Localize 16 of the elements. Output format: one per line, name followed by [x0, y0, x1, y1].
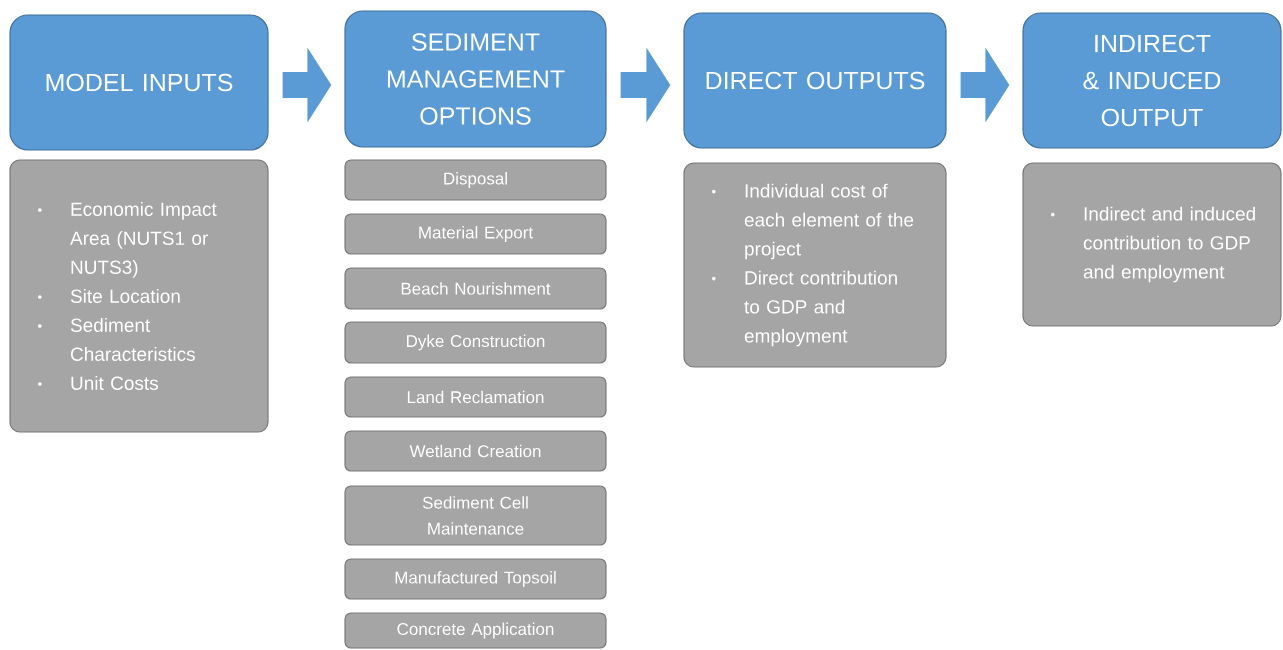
- bullet-list-box: Individual cost of each element of the project Direct contribution to GDP and employment: [683, 162, 947, 368]
- option-box: Beach Nourishment: [344, 267, 607, 310]
- option-box: Wetland Creation: [344, 430, 607, 472]
- option-box: Sediment Cell Maintenance: [344, 485, 607, 546]
- header-box: INDIRECT & INDUCED OUTPUT: [1022, 12, 1282, 149]
- header-box: MODEL INPUTS: [9, 14, 269, 151]
- option-box: Manufactured Topsoil: [344, 558, 607, 600]
- header-box: SEDIMENT MANAGEMENT OPTIONS: [344, 10, 607, 148]
- option-box: Land Reclamation: [344, 376, 607, 418]
- option-box: Disposal: [344, 159, 607, 201]
- option-box: Dyke Construction: [344, 321, 607, 364]
- bullet-list-box: Economic Impact Area (NUTS1 or NUTS3) Site Location Sediment Characteristics Unit Costs: [9, 159, 269, 433]
- header-box: DIRECT OUTPUTS: [683, 12, 947, 149]
- option-box: Concrete Application: [344, 612, 607, 649]
- option-box: Material Export: [344, 213, 607, 255]
- bullet-list-box: Indirect and induced contribution to GDP and employment: [1022, 162, 1282, 327]
